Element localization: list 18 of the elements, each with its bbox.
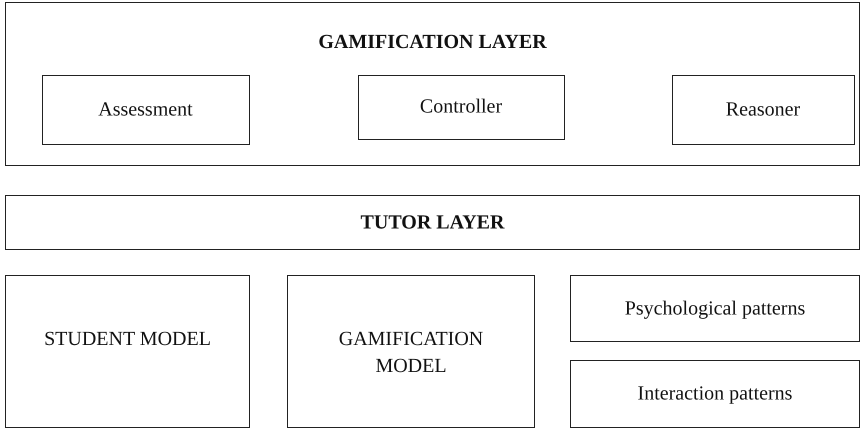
layer-box (5, 195, 860, 250)
layer-title: TUTOR LAYER (360, 210, 506, 235)
layer-box (5, 275, 250, 428)
component-box (358, 74, 564, 140)
component-label: Interaction patterns (636, 382, 794, 406)
component-label: Assessment (97, 97, 194, 122)
layer-box (5, 2, 860, 166)
component-label: Psychological patterns (624, 296, 806, 321)
component-box (42, 74, 250, 144)
component-label: STUDENT MODEL (43, 327, 212, 352)
layer-box (570, 275, 860, 342)
component-label: Reasoner (724, 97, 802, 122)
layer-box (570, 360, 860, 428)
layer-box (287, 275, 535, 428)
layer-title: GAMIFICATION LAYER (317, 30, 548, 55)
component-label: Controller (418, 94, 504, 120)
component-box (672, 74, 854, 144)
component-label: GAMIFICATION MODEL (338, 327, 484, 379)
